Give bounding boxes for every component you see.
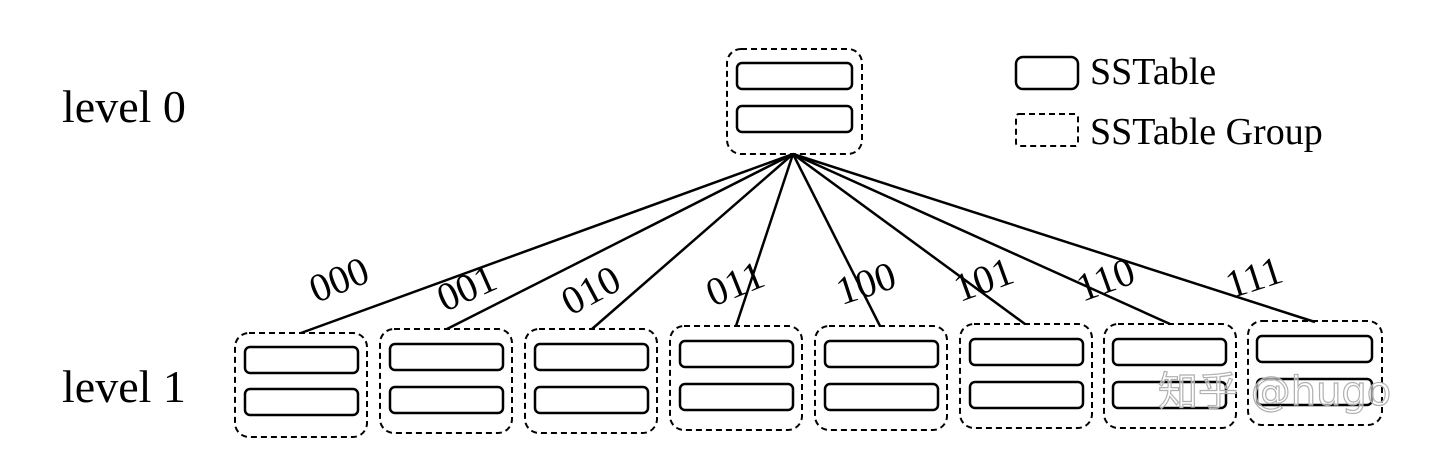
edge-line-100 <box>791 153 882 327</box>
sstable <box>678 339 795 369</box>
level-1-group-border <box>669 325 803 431</box>
fanout-lines <box>300 152 1316 335</box>
legend: SSTable SSTable Group <box>1014 51 1323 153</box>
level-1-group-011 <box>669 325 803 431</box>
edge-label-111: 111 <box>1220 247 1288 307</box>
sstable <box>243 387 360 417</box>
level-0-group <box>726 48 863 155</box>
edge-label-100: 100 <box>830 252 901 313</box>
edge-label-000: 000 <box>303 247 375 311</box>
sstable <box>968 337 1085 367</box>
edge-line-101 <box>792 152 1026 326</box>
edge-line-011 <box>734 153 795 327</box>
legend-group-label: SSTable Group <box>1090 111 1323 153</box>
edge-label-101: 101 <box>947 248 1019 311</box>
sstable <box>1255 377 1374 407</box>
level-1-group-110 <box>1103 323 1237 429</box>
edge-label-011: 011 <box>699 252 770 316</box>
sstable <box>1111 380 1228 410</box>
level-1-group-001 <box>379 328 513 434</box>
legend-group-swatch <box>1015 113 1079 147</box>
sstable <box>1111 337 1228 367</box>
sstable <box>823 339 940 369</box>
level-1-group-border <box>814 325 948 431</box>
edge-line-001 <box>446 152 794 331</box>
level-0-sstable-2 <box>735 104 854 134</box>
level-1-group-000 <box>234 332 368 438</box>
edge-label-010: 010 <box>554 256 628 324</box>
legend-sstable-label: SSTable <box>1090 51 1216 93</box>
sstable <box>968 380 1085 410</box>
level-1-group-border <box>379 328 513 434</box>
sstable <box>388 385 505 415</box>
sstable <box>243 345 360 375</box>
edge-line-010 <box>591 153 794 330</box>
sstable <box>388 342 505 372</box>
level-1-group-100 <box>814 325 948 431</box>
level-1-group-border <box>234 332 368 438</box>
edge-line-000 <box>300 152 794 335</box>
sstable <box>533 385 650 415</box>
edge-label-110: 110 <box>1070 248 1140 310</box>
sstable <box>678 382 795 412</box>
edge-line-111 <box>792 152 1316 324</box>
edge-labels: 000 001 010 011 100 101 110 111 <box>303 247 1288 324</box>
level-1-group-101 <box>959 323 1093 429</box>
legend-sstable-swatch <box>1014 55 1080 91</box>
sstable <box>533 342 650 372</box>
sstable <box>823 382 940 412</box>
level-0-sstable-1 <box>735 61 854 91</box>
level-0-group-border <box>726 48 863 155</box>
level-1-group-border <box>1247 320 1383 426</box>
level-1-group-010 <box>524 328 658 434</box>
level-1-group-border <box>524 328 658 434</box>
level-0-label: level 0 <box>62 81 186 132</box>
level-1-group-border <box>959 323 1093 429</box>
level-1-group-border <box>1103 323 1237 429</box>
edge-line-110 <box>792 152 1171 326</box>
level-1-group-111 <box>1247 320 1383 426</box>
level-1-label: level 1 <box>62 361 186 412</box>
sstable <box>1255 334 1374 364</box>
watermark: 知乎 @hugo <box>1158 369 1391 415</box>
